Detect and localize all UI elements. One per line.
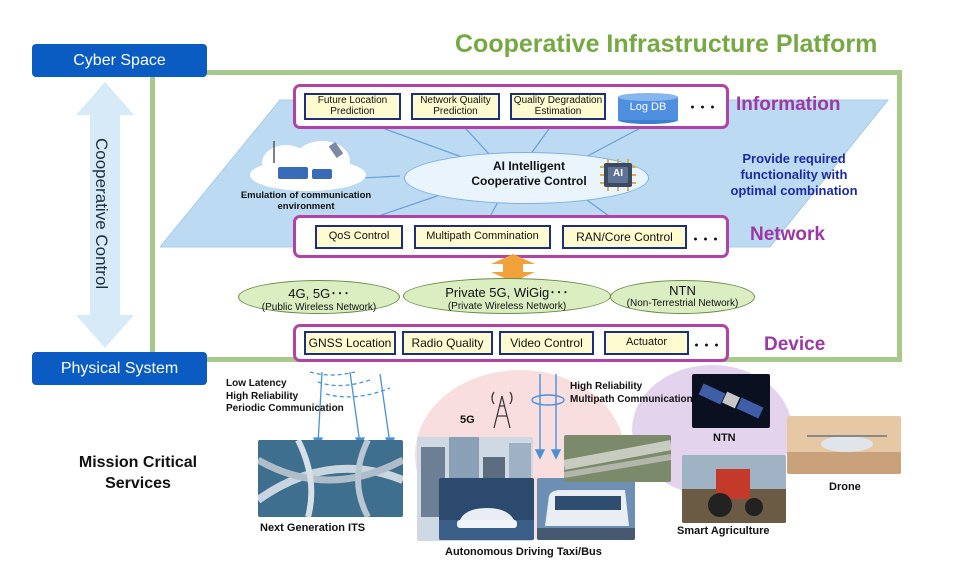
its-highway-image <box>258 440 403 517</box>
private-wireless-sub: (Private Wireless Network) <box>447 301 567 312</box>
network-label: Network <box>750 224 825 245</box>
emulation-cloud-icon <box>250 141 366 191</box>
city-buildings-image <box>417 437 533 541</box>
future-location-prediction[interactable]: Future Location Prediction <box>304 93 401 120</box>
emulation-line1: Emulation of communication <box>240 190 372 201</box>
device-label: Device <box>764 334 826 355</box>
network-more: ･･･ <box>691 230 721 250</box>
ntn-satellite-image <box>692 374 770 428</box>
network-quality-prediction[interactable]: Network Quality Prediction <box>411 93 500 120</box>
emulation-label: Emulation of communication environment <box>226 190 386 213</box>
provide-line2: functionality with <box>740 166 848 182</box>
orange-double-arrow <box>491 254 535 282</box>
drone-caption: Drone <box>829 481 861 493</box>
cyber-space-box: Cyber Space <box>32 44 207 77</box>
public-wireless-name: 4G, 5G･･･ <box>288 286 350 301</box>
public-wireless-ellipse: 4G, 5G･･･ (Public Wireless Network) <box>238 280 400 314</box>
ai-chip-icon <box>600 159 636 191</box>
radio-quality[interactable]: Radio Quality <box>402 331 493 355</box>
smart-agriculture-image <box>682 455 786 523</box>
provide-line3: optimal combination <box>730 182 858 198</box>
ntn-caption: NTN <box>713 432 736 444</box>
private-wireless-name: Private 5G, WiGig･･･ <box>445 285 569 300</box>
quality-degradation-estimation[interactable]: Quality Degradation Estimation <box>510 93 606 120</box>
provide-functionality-text: Provide required functionality with opti… <box>714 151 874 199</box>
cooperative-arrow <box>76 82 134 348</box>
high-reliability-text: High Reliability Multipath Communication <box>570 381 693 406</box>
highway-aerial-image <box>564 435 671 482</box>
emulation-line2: environment <box>277 201 335 213</box>
ntn-name: NTN <box>669 283 696 298</box>
its-caption: Next Generation ITS <box>260 522 366 534</box>
public-wireless-sub: (Public Wireless Network) <box>261 302 377 313</box>
low-latency-text: Low Latency High Reliability Periodic Co… <box>226 378 344 416</box>
multipath-commination[interactable]: Multipath Commination <box>414 225 551 249</box>
ai-control-text: AI Intelligent Cooperative Control <box>434 159 624 189</box>
log-db-icon <box>618 93 678 124</box>
log-db-label: Log DB <box>629 101 667 113</box>
autonomous-taxi-image <box>439 478 534 540</box>
high-reliability-line1: High Reliability <box>570 381 643 392</box>
ai-line1: AI Intelligent <box>493 159 565 173</box>
its-wireless-signals <box>309 371 396 448</box>
drone-image <box>787 416 901 474</box>
ntn-ellipse: NTN (Non-Terrestrial Network) <box>610 280 755 314</box>
5g-tower-icon <box>491 391 513 429</box>
low-latency-line1: Low Latency <box>226 378 287 389</box>
platform-title: Cooperative Infrastructure Platform <box>455 30 878 58</box>
mission-line2: Services <box>105 474 171 492</box>
high-reliability-line2: Multipath Communication <box>570 393 693 405</box>
low-latency-line2: High Reliability <box>226 390 299 402</box>
information-more: ･･･ <box>688 98 718 118</box>
low-latency-line3: Periodic Communication <box>226 403 344 414</box>
taxi-bus-caption: Autonomous Driving Taxi/Bus <box>445 546 602 558</box>
actuator[interactable]: Actuator <box>604 331 689 355</box>
cooperative-control-label: Cooperative Control <box>92 138 111 290</box>
information-label: Information <box>736 94 841 115</box>
mission-line1: Mission Critical <box>78 454 198 471</box>
qos-control[interactable]: QoS Control <box>315 225 403 249</box>
ai-chip-label: AI <box>613 168 623 179</box>
video-control[interactable]: Video Control <box>499 331 594 355</box>
high-reliability-lines <box>531 374 565 460</box>
device-more: ･･･ <box>692 336 722 356</box>
5g-label: 5G <box>460 414 475 426</box>
physical-system-box: Physical System <box>32 352 207 385</box>
gnss-location[interactable]: GNSS Location <box>304 331 396 355</box>
autonomous-bus-image <box>537 478 635 540</box>
private-wireless-ellipse: Private 5G, WiGig･･･ (Private Wireless N… <box>403 278 611 314</box>
agriculture-caption: Smart Agriculture <box>677 525 770 537</box>
provide-line1: Provide required <box>742 151 846 166</box>
ai-line2: Cooperative Control <box>471 174 587 188</box>
mission-critical-label: Mission Critical Services <box>58 453 218 495</box>
ran-core-control[interactable]: RAN/Core Control <box>562 225 687 249</box>
ntn-sub: (Non-Terrestrial Network) <box>626 298 739 309</box>
